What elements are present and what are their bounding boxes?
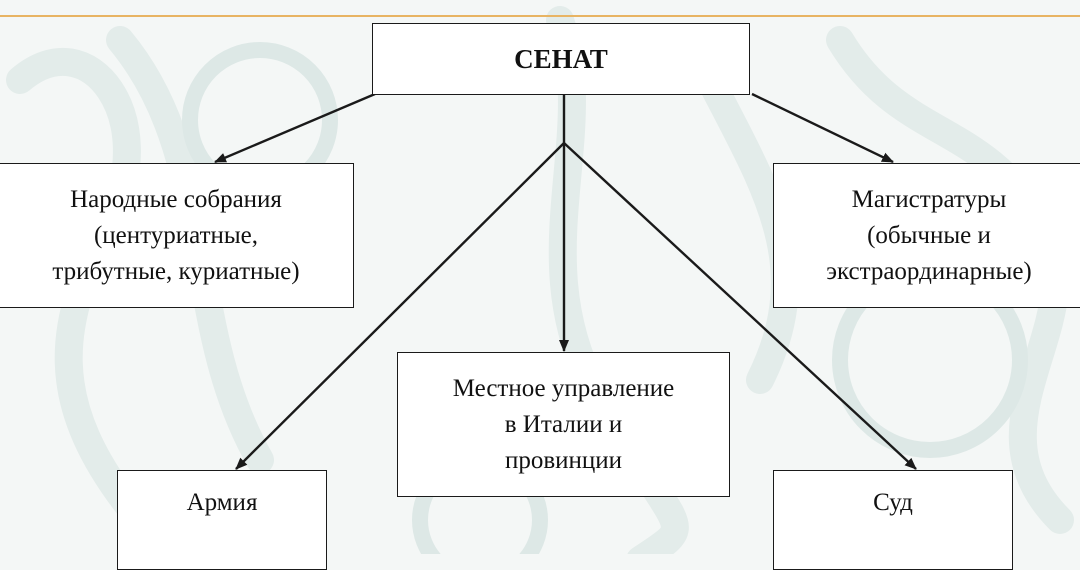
node-local-government: Местное управление в Италии и провинции	[397, 352, 730, 497]
diagram-arrows	[214, 92, 917, 470]
arrow-senate-court	[563, 142, 917, 470]
node-army: Армия	[117, 470, 327, 570]
arrow-senate-army	[235, 142, 565, 470]
node-senate-label: СЕНАТ	[514, 44, 608, 74]
node-magistracies: Магистратуры (обычные и экстраординарные…	[773, 163, 1080, 308]
node-popular-assemblies-label: Народные собрания (центуриатные, трибутн…	[52, 185, 300, 285]
node-court-label: Суд	[873, 489, 913, 516]
node-army-label: Армия	[186, 489, 258, 516]
node-senate: СЕНАТ	[372, 23, 750, 95]
node-magistracies-label: Магистратуры (обычные и экстраординарные…	[826, 185, 1032, 285]
node-local-government-label: Местное управление в Италии и провинции	[452, 374, 675, 474]
top-rule	[0, 15, 1080, 17]
arrow-senate-magistracies	[751, 92, 894, 164]
node-popular-assemblies: Народные собрания (центуриатные, трибутн…	[0, 163, 354, 308]
arrow-senate-assemblies	[214, 92, 376, 164]
node-court: Суд	[773, 470, 1013, 570]
